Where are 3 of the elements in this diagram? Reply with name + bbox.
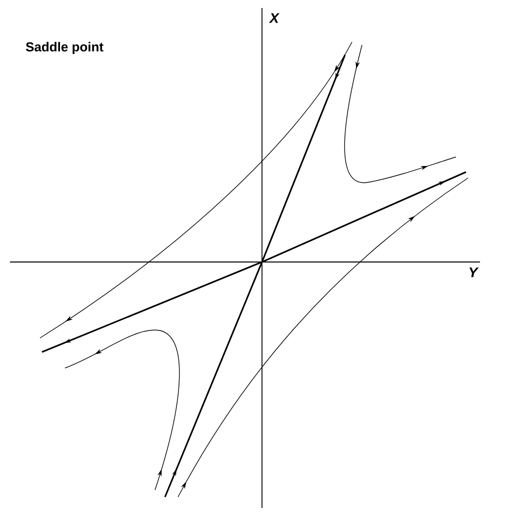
axis-label: X: [268, 13, 280, 23]
axis-label: Y: [470, 268, 479, 278]
title: Saddle point: [26, 42, 104, 54]
